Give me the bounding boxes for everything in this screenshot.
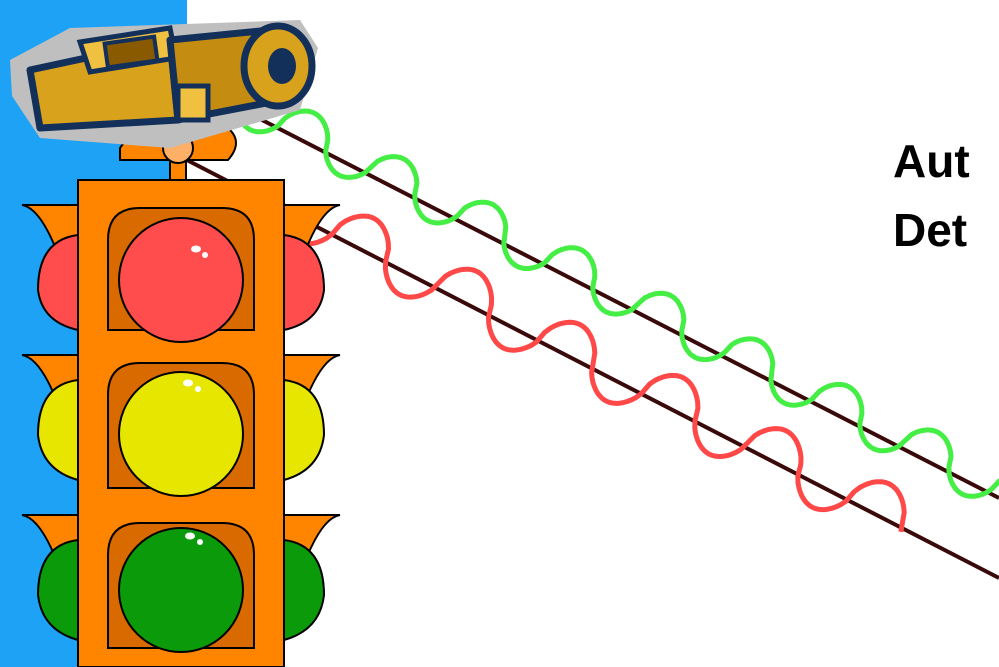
left-lamp-top <box>36 233 79 332</box>
title-line-1: Aut <box>893 135 970 187</box>
right-lamp-bot <box>283 538 326 642</box>
camera-window <box>102 34 160 70</box>
camera-port <box>175 83 211 123</box>
left-lamp-mid <box>36 378 79 482</box>
yellow-lamp <box>118 371 244 497</box>
red-wave <box>279 202 907 533</box>
red-lamp <box>118 217 244 343</box>
green-lamp <box>118 527 244 653</box>
left-lamp-bot <box>36 538 79 642</box>
right-lamp-top <box>283 233 326 332</box>
lamp-highlights <box>183 245 208 545</box>
green-wave <box>234 98 999 499</box>
title-line-2: Det <box>893 204 968 256</box>
speed-camera-icon <box>10 20 318 148</box>
right-lamp-mid <box>283 378 326 482</box>
traffic-light-icon <box>21 124 341 667</box>
camera-lens <box>268 48 296 84</box>
